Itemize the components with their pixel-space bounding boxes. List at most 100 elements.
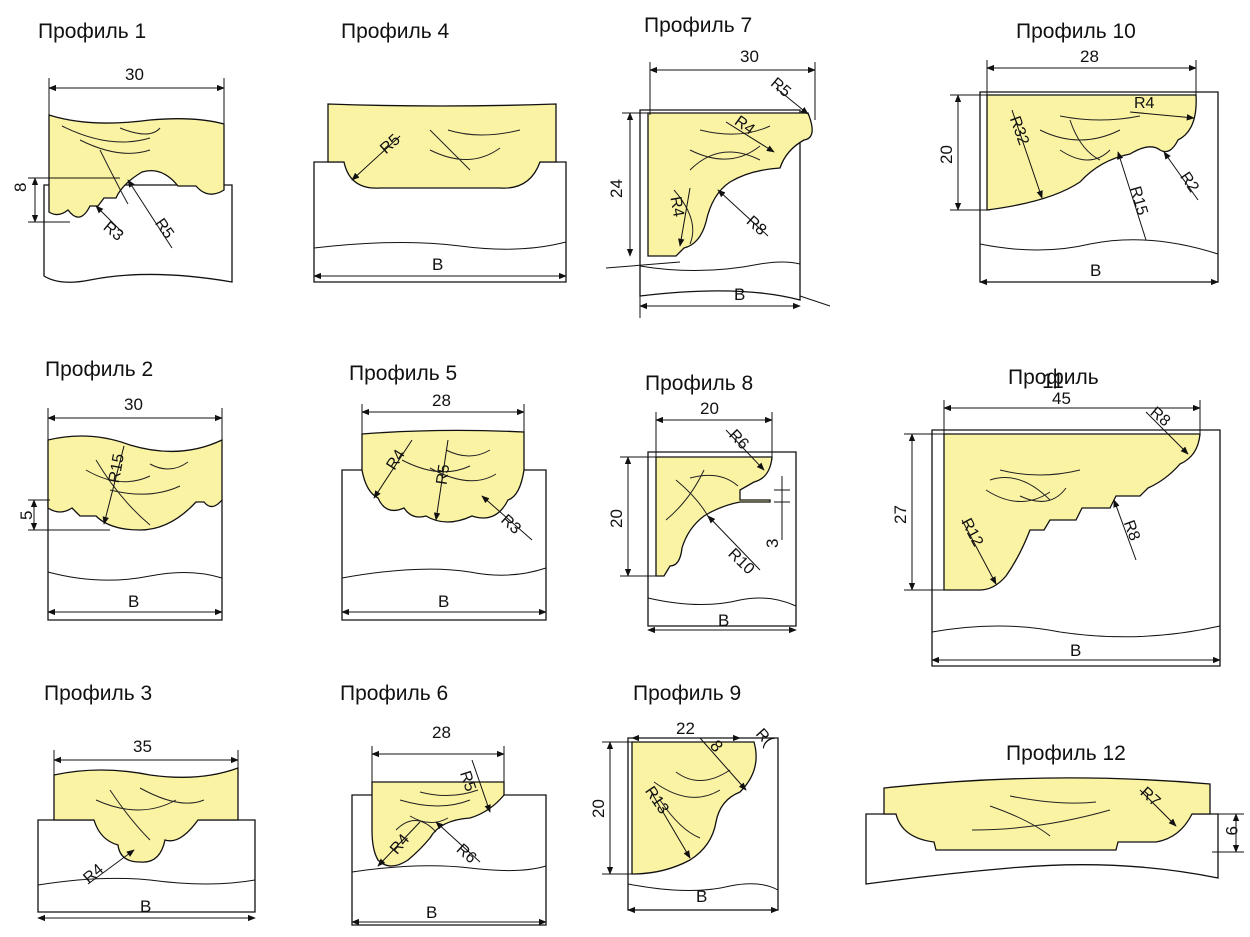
profile-10-dim-width: 28 <box>1080 47 1099 66</box>
profile-3-r4-leader <box>87 849 135 885</box>
profile-9-break-line <box>627 883 779 892</box>
profile-8-dim-width: 20 <box>700 399 719 418</box>
profile-3: Профиль 3 35 B R4 <box>37 682 256 922</box>
profile-5: Профиль 5 28 B R4 R5 R3 <box>341 362 547 621</box>
profile-9-title: Профиль 9 <box>633 682 741 705</box>
profile-7-r4b-leader <box>678 187 691 247</box>
profile-9-grain <box>653 769 731 839</box>
profile-7-title: Профиль 7 <box>644 14 752 37</box>
profile-2-break-line <box>47 571 223 581</box>
profile-9-dim-width: 22 <box>676 719 695 738</box>
profile-11: Профиль 11 45 27 B R8 R12 R8 <box>891 366 1221 667</box>
profile-10-profile <box>986 94 1197 211</box>
profile-5-r5-leader <box>433 439 449 521</box>
profile-8-break-line <box>647 597 797 607</box>
profile-10-dim-b: B <box>1090 261 1101 280</box>
profile-10-grain <box>1039 115 1141 161</box>
profile-11-r8b-leader <box>1113 499 1137 561</box>
profile-4-r5-leader <box>351 135 401 181</box>
profile-2-profile <box>47 435 223 531</box>
profile-8-title: Профиль 8 <box>645 372 753 395</box>
profile-1-base <box>43 184 233 283</box>
profile-1: Профиль 1 30 8 R3 R5 <box>11 20 233 283</box>
profile-2-dim-width: 30 <box>124 395 143 414</box>
profile-10-r15-leader <box>1117 151 1147 241</box>
profile-4: Профиль 4 B R5 <box>313 20 567 283</box>
profile-9-dim-height: 20 <box>589 799 608 818</box>
profile-12-grain <box>971 795 1111 837</box>
profile-8-dim-b: B <box>718 611 729 630</box>
profile-10-r2-leader <box>1163 151 1199 201</box>
profile-5-r4-leader <box>373 439 413 499</box>
profile-5-title: Профиль 5 <box>349 362 457 385</box>
profile-9-r13-leader <box>649 789 691 859</box>
profile-6-r5-leader <box>471 759 491 813</box>
profile-2-dim-height: 5 <box>17 511 36 520</box>
profile-4-break-line <box>313 241 567 250</box>
profile-3-break-line <box>37 877 256 886</box>
profile-4-dim-b: B <box>432 255 443 274</box>
profile-1-dim-width: 30 <box>125 65 144 84</box>
profile-11-break-line <box>931 625 1221 638</box>
profile-12-title: Профиль 12 <box>1006 742 1126 765</box>
profile-11-dim-height: 27 <box>891 505 910 524</box>
profile-2-r15: R15 <box>106 452 128 484</box>
profile-10-dim-height: 20 <box>937 145 956 164</box>
profile-5-break-line <box>341 567 547 579</box>
profile-4-grain <box>429 129 521 171</box>
profile-8-r10-leader <box>707 515 761 571</box>
profile-6-r5: R5 <box>456 769 479 794</box>
profile-5-grain <box>401 449 497 482</box>
profile-11-r8a-leader <box>1145 411 1189 455</box>
profile-3-title: Профиль 3 <box>44 682 152 705</box>
profile-10-r4: R4 <box>1134 95 1155 112</box>
profile-11-r12-leader <box>961 519 997 585</box>
profile-1-title: Профиль 1 <box>38 20 146 43</box>
profile-7-dim-width: 30 <box>740 47 759 66</box>
profile-1-profile <box>48 114 225 218</box>
profile-1-dim-height: 8 <box>11 183 30 192</box>
profile-6-r4-leader <box>377 821 421 867</box>
profile-2-grain <box>85 459 189 526</box>
profile-7-r5: R5 <box>767 75 794 101</box>
profile-10-r4-leader <box>1129 111 1195 121</box>
profile-8-dim-step: 3 <box>763 539 782 548</box>
profile-8-dim-height: 20 <box>607 509 626 528</box>
profile-3-dim-b: B <box>140 897 151 916</box>
profile-2-r15-leader <box>102 445 125 525</box>
profile-12-profile <box>883 777 1211 851</box>
profile-4-profile <box>327 103 557 189</box>
profile-11-dim-b: B <box>1070 641 1081 660</box>
profile-2: Профиль 2 30 5 B R15 <box>17 358 223 621</box>
profile-5-r3-leader <box>481 495 533 541</box>
profile-1-grain <box>61 125 161 205</box>
profile-11-r8b: R8 <box>1120 518 1143 543</box>
profile-6-dim-width: 28 <box>432 723 451 742</box>
profile-5-dim-width: 28 <box>432 391 451 410</box>
profile-10-break-line <box>979 239 1219 255</box>
profile-6-dim-b: B <box>426 903 437 922</box>
profile-9: Профиль 9 22 20 8 R( R13 B <box>589 682 779 914</box>
profile-7: Профиль 7 30 24 B R5 R4 R4 R8 <box>605 14 831 318</box>
profile-3-profile <box>53 767 239 863</box>
profile-7-ext-line <box>799 295 831 307</box>
profile-3-grain <box>95 787 205 841</box>
profile-12: Профиль 12 9 R7 <box>865 742 1244 885</box>
profile-7-r5-leader <box>775 87 809 115</box>
profile-10: Профиль 10 28 20 B R4 R32 R15 R2 <box>937 20 1219 286</box>
profile-11-title: Профиль <box>1008 366 1099 389</box>
profile-4-title: Профиль 4 <box>341 20 449 43</box>
profile-1-r3-leader <box>95 205 123 233</box>
profile-12-r7-leader <box>1139 789 1177 827</box>
profile-6: Профиль 6 28 B R5 R4 R6 <box>340 682 547 926</box>
profile-7-r4a-leader <box>725 121 775 153</box>
profile-7-dim-b: B <box>734 285 745 304</box>
profile-10-title: Профиль 10 <box>1016 20 1136 43</box>
profile-7-r8-leader <box>717 189 769 237</box>
profile-8-r6-leader <box>725 429 765 471</box>
profile-2-dim-b: B <box>128 592 139 611</box>
profile-11-profile <box>943 433 1201 591</box>
profile-9-profile <box>631 741 757 875</box>
profile-5-r5: R5 <box>434 463 454 486</box>
